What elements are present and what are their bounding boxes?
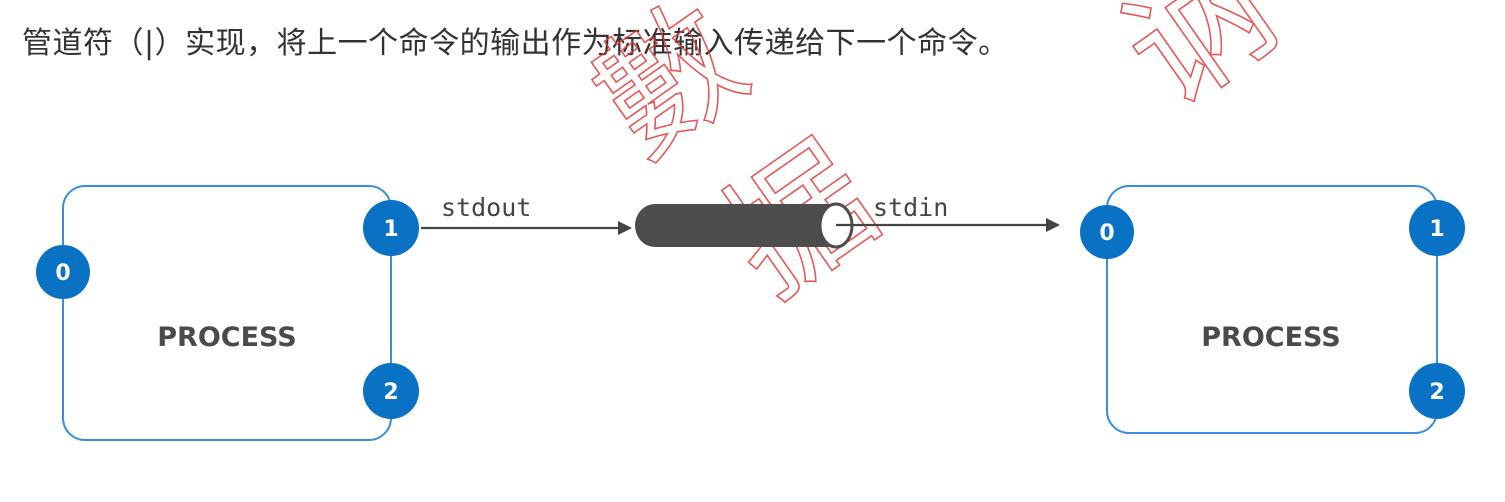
- watermark-char-3: 讷: [1096, 0, 1304, 138]
- caption-text: 管道符（|）实现，将上一个命令的输出作为标准输入传递给下一个命令。: [22, 26, 1009, 61]
- left-port-stderr-label: 2: [383, 380, 398, 405]
- left-port-stderr: 2: [363, 363, 419, 419]
- left-port-stdin: 0: [36, 245, 90, 299]
- stdout-label: stdout: [441, 193, 531, 222]
- right-port-stderr: 2: [1409, 363, 1465, 419]
- right-port-stderr-label: 2: [1429, 380, 1444, 405]
- stdin-label: stdin: [873, 193, 948, 222]
- watermark-char-1: 數: [566, 0, 774, 188]
- left-port-stdout-label: 1: [383, 217, 398, 242]
- left-process: PROCESS 0 1 2: [36, 185, 419, 441]
- left-port-stdout: 1: [363, 200, 419, 256]
- right-port-stdout: 1: [1409, 200, 1465, 256]
- left-process-label: PROCESS: [157, 322, 296, 353]
- right-port-stdin-label: 0: [1099, 221, 1114, 246]
- right-port-stdout-label: 1: [1429, 217, 1444, 242]
- right-process-label: PROCESS: [1201, 322, 1340, 353]
- right-process-box: [1106, 185, 1438, 434]
- right-port-stdin: 0: [1080, 205, 1134, 259]
- left-port-stdin-label: 0: [55, 261, 70, 286]
- pipe-cylinder: [635, 202, 854, 249]
- left-process-box: [62, 185, 392, 441]
- right-process: PROCESS 0 1 2: [1080, 185, 1465, 434]
